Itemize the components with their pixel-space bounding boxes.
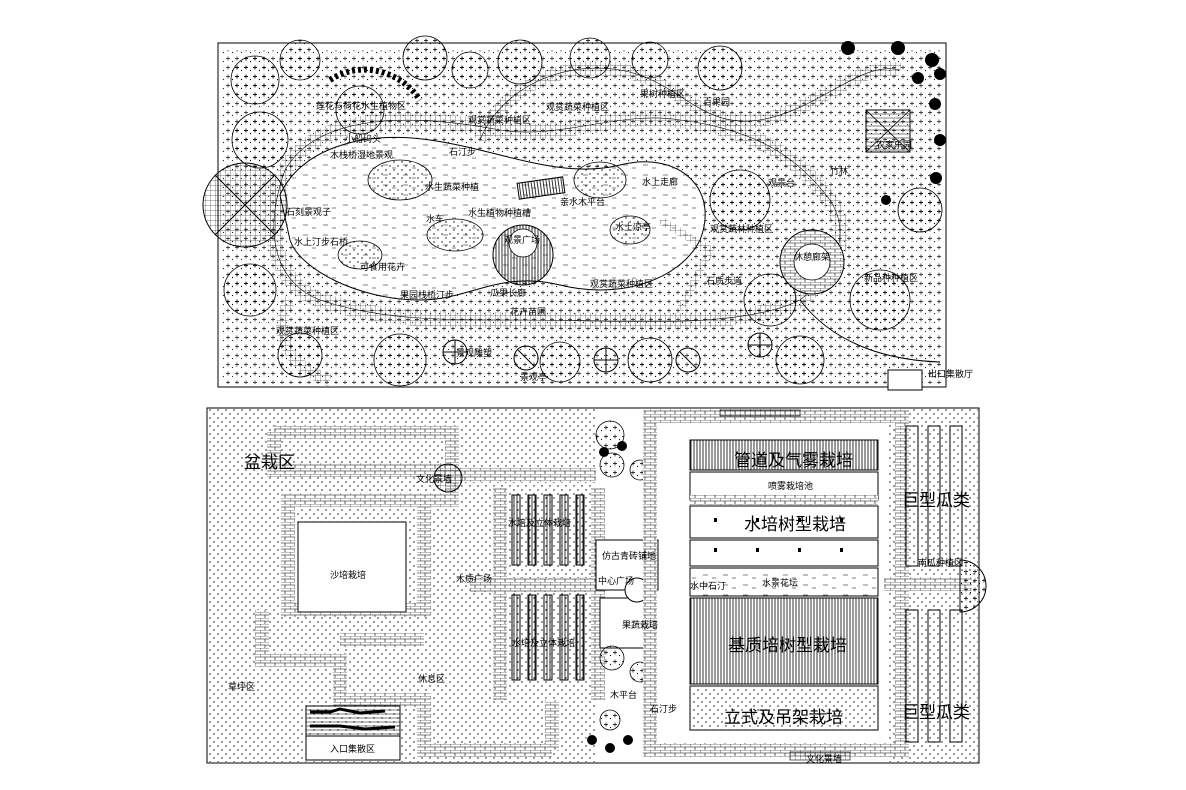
water-ripple-bed [689,567,879,597]
exit-box [887,369,923,391]
label-grass: 草坪区 [228,681,255,693]
label-water-car: 水车 [426,213,444,225]
lower-labels: 盆栽区 文化景墙 沙培栽培 管道及气雾栽培 喷雾栽培池 水培树型栽培 巨型瓜类 … [228,451,970,765]
left-brick-paths [255,425,605,757]
top-wall-strip [719,409,801,417]
hydroponic-bed-2 [689,539,879,567]
label-spray: 喷雾栽培池 [768,480,813,492]
upper-south-path [276,296,332,386]
tree-canopies [223,35,943,387]
label-orchard-area: 果树种植区 [640,88,685,100]
label-water-pavilion-2: 水上凉亭 [615,221,651,233]
hydroponic-markers [714,518,843,552]
label-melon-corridor: 瓜果长廊 [490,287,526,299]
hydroponic-bed [689,505,879,539]
label-vertical: 立式及吊架栽培 [724,708,843,728]
label-stone-step-3: 石汀步 [650,704,677,715]
label-culture-wall-2: 文化景墙 [806,753,842,765]
label-fruit-tree: 百果园 [703,97,730,108]
label-culture-wall: 文化景墙 [416,473,452,485]
vertical-racks [511,494,585,681]
west-plaza-cross [214,174,276,236]
label-viewing: 观景台 [768,177,795,189]
label-antique-floor: 仿古青砖铺地 [602,550,656,562]
pond-islands [337,159,651,270]
farm-house-roof [865,109,911,153]
label-plaza: 中心广场 [598,575,634,587]
label-round-square: 观景广场 [504,234,540,246]
east-half-circle [959,559,987,613]
label-aquatic-veg: 水生蔬菜种植 [425,181,479,193]
bottom-wall-strip [789,751,851,761]
label-pumpkin: 南瓜种植区 [918,557,963,569]
label-step-stone-2: 果园栈桥汀步 [400,289,454,301]
substrate-bed [689,597,879,685]
label-soil-rack: 水培及立体栽培 [512,637,575,649]
label-small-boat-dock: 小船码头 [345,133,381,145]
label-platform: 亲水木平台 [560,196,605,208]
label-aquatic-plants: 水生植物种植槽 [468,207,531,219]
label-wood-square: 木质广场 [456,573,492,585]
label-ornamental-forest: 观赏蔬林种植区 [710,223,773,235]
pebble-path [328,66,423,102]
label-pipe-mist: 管道及气雾栽培 [734,451,853,471]
dark-trees [841,41,946,205]
label-melon-big-1: 巨型瓜类 [902,491,970,511]
label-vegetable-veg: 观赏蔬菜种植区 [590,278,653,290]
upper-labels: 莲花与荷花水生植物区 小船码头 木栈桥湿地景观 石汀步 观赏蔬菜种植区 观赏蔬菜… [276,88,973,383]
central-round-square-core [508,228,538,258]
label-sculpture: 景观雕塑 [456,347,492,359]
label-farm-house: 农家乐园 [876,139,912,151]
label-melon-big-2: 巨型瓜类 [902,703,970,723]
label-substrate: 基质培树型栽培 [728,636,847,656]
diagonal-boardwalk [657,216,716,312]
label-wood-platform: 木平台 [610,689,637,701]
label-vegetable-area: 观赏蔬菜种植区 [468,114,531,126]
label-exit: 出口集散厅 [928,368,973,380]
label-stone-bridge: 水上汀步石桥 [294,236,348,248]
label-water-stones: 水中石汀 [690,580,726,592]
melon-frames [905,425,963,743]
label-water-pavilion: 水上走廊 [642,176,678,188]
label-pavilion: 景观亭 [520,371,547,383]
label-stone-path: 石质步道 [706,275,742,287]
label-new-variety: 新品种种植区 [864,272,918,284]
culture-wall-left [433,463,463,493]
label-fruit-plant: 果蔬栽培 [622,619,658,631]
wood-bridge [516,176,566,200]
label-rest: 休息区 [418,673,445,685]
label-entrance: 入口集散区 [330,743,375,755]
label-edible-garden: 可食用花卉 [360,261,405,273]
label-sand: 沙培栽培 [330,569,366,581]
upper-north-path-edge [479,67,901,141]
label-herb-area: 观赏蔬菜种植区 [276,325,339,337]
label-lotus-area: 莲花与荷花水生植物区 [316,100,406,112]
label-hydroponic: 水培树型栽培 [744,515,846,535]
label-water-ripple: 水景花坛 [762,577,798,589]
label-stone-step: 石汀步 [449,147,476,158]
east-round-core [793,243,831,281]
sand-culture-box [297,521,407,613]
upper-east-path [799,299,941,363]
entrance-box [305,735,401,761]
lower-plan [206,407,987,764]
entrance-planting [310,707,396,731]
label-bamboo: 竹林 [830,165,848,177]
label-wetland: 木栈桥湿地景观 [330,149,393,161]
pipe-mist-bed [689,439,879,471]
vertical-bed [689,685,879,731]
label-stone-sculpture: 石刻景观子 [286,206,331,218]
centre-dark-trees [587,441,633,753]
upper-plan [202,35,947,391]
label-water-rack: 水培及立体栽培 [508,517,571,529]
label-ornamental-fruit: 观赏蔬菜种植区 [546,101,609,113]
south-pavilions [442,332,773,373]
label-flower-bed: 花卉苗圃 [510,306,546,318]
label-bonsai: 盆栽区 [244,453,295,473]
label-rest-area: 休憩廊架 [794,251,830,263]
